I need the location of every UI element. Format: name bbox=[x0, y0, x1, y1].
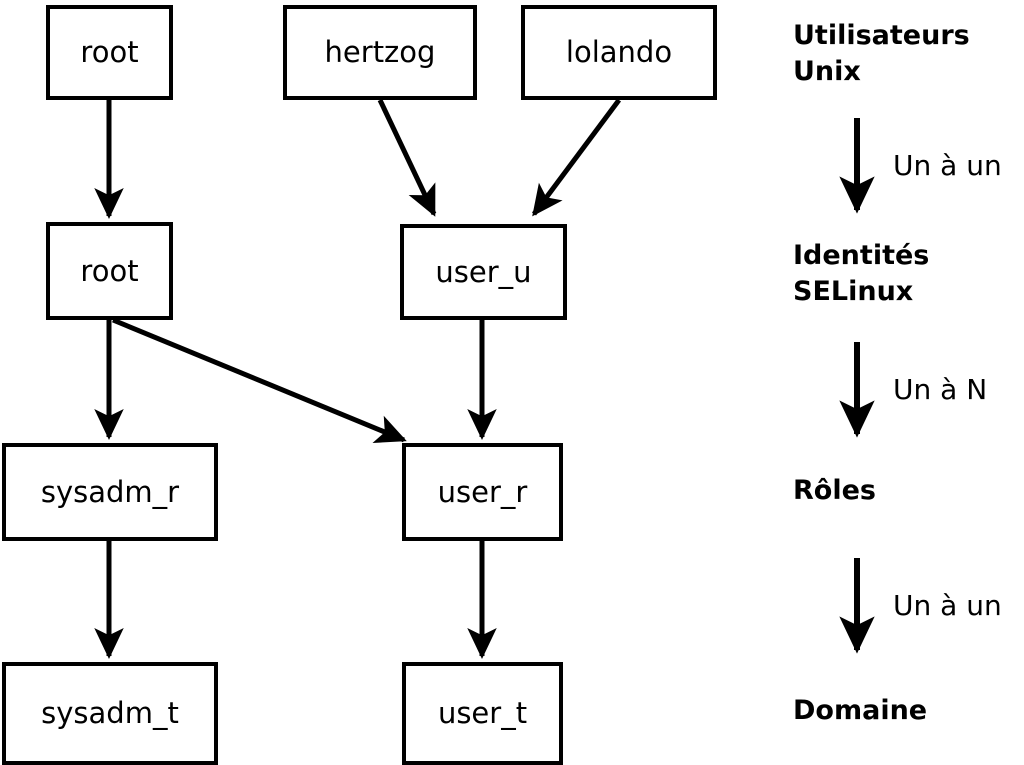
edge-lolando-to-user-u bbox=[531, 98, 622, 217]
node-identity-user-u[interactable]: user_u bbox=[400, 224, 567, 320]
legend-label-role-to-domain: Un à un bbox=[893, 589, 1002, 622]
edge-identity-root-to-user-r bbox=[112, 317, 407, 443]
node-label: user_r bbox=[437, 474, 528, 509]
node-label: sysadm_r bbox=[40, 474, 180, 509]
node-domain-user-t[interactable]: user_t bbox=[402, 662, 563, 765]
node-label: lolando bbox=[565, 35, 673, 69]
edge-hertzog-to-user-u bbox=[377, 98, 437, 217]
node-unix-hertzog[interactable]: hertzog bbox=[283, 5, 477, 100]
legend-heading-domain: Domaine bbox=[793, 695, 928, 726]
node-label: user_t bbox=[437, 696, 528, 730]
node-label: root bbox=[80, 253, 139, 288]
node-domain-sysadm-t[interactable]: sysadm_t bbox=[2, 662, 218, 765]
legend-heading-identity: Identités SELinux bbox=[793, 240, 930, 307]
node-label: user_u bbox=[435, 254, 532, 289]
node-unix-root[interactable]: root bbox=[46, 5, 173, 100]
node-label: root bbox=[80, 35, 139, 69]
node-unix-lolando[interactable]: lolando bbox=[521, 5, 717, 100]
node-role-sysadm-r[interactable]: sysadm_r bbox=[2, 443, 218, 541]
node-role-user-r[interactable]: user_r bbox=[402, 443, 563, 541]
legend-heading-role: Rôles bbox=[793, 475, 876, 506]
legend-label-identity-to-role: Un à N bbox=[893, 373, 988, 406]
legend-label-unix-to-identity: Un à un bbox=[893, 149, 1002, 182]
node-identity-root[interactable]: root bbox=[46, 222, 173, 320]
node-label: hertzog bbox=[324, 35, 436, 69]
legend-heading-unix: Utilisateurs Unix bbox=[793, 20, 970, 87]
node-label: sysadm_t bbox=[41, 696, 179, 730]
